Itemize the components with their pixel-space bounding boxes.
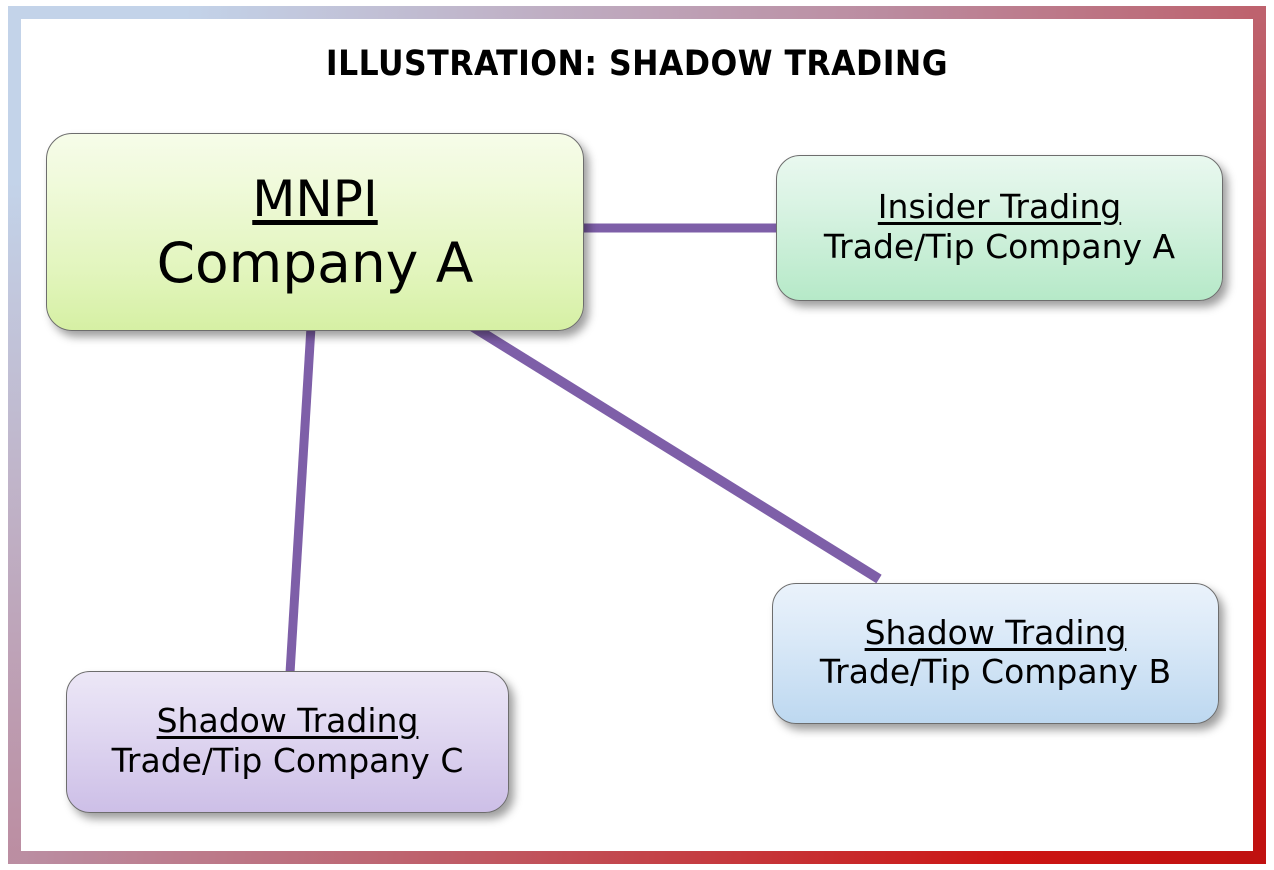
node-shadow-b-subtitle: Trade/Tip Company B — [819, 652, 1172, 692]
node-mnpi-heading: MNPI — [252, 169, 378, 228]
page-title: ILLUSTRATION: SHADOW TRADING — [325, 44, 949, 84]
node-mnpi-company-a[interactable]: MNPI Company A — [46, 133, 584, 331]
node-shadow-c-subtitle: Trade/Tip Company C — [111, 740, 464, 780]
node-insider-trading[interactable]: Insider Trading Trade/Tip Company A — [776, 155, 1223, 301]
node-mnpi-subtitle: Company A — [156, 230, 474, 295]
node-insider-subtitle: Trade/Tip Company A — [823, 226, 1176, 266]
node-insider-heading: Insider Trading — [877, 187, 1122, 227]
node-shadow-trading-company-b[interactable]: Shadow Trading Trade/Tip Company B — [772, 583, 1219, 724]
node-shadow-trading-company-c[interactable]: Shadow Trading Trade/Tip Company C — [66, 671, 509, 813]
node-shadow-c-heading: Shadow Trading — [156, 701, 419, 741]
node-shadow-b-heading: Shadow Trading — [864, 612, 1127, 652]
